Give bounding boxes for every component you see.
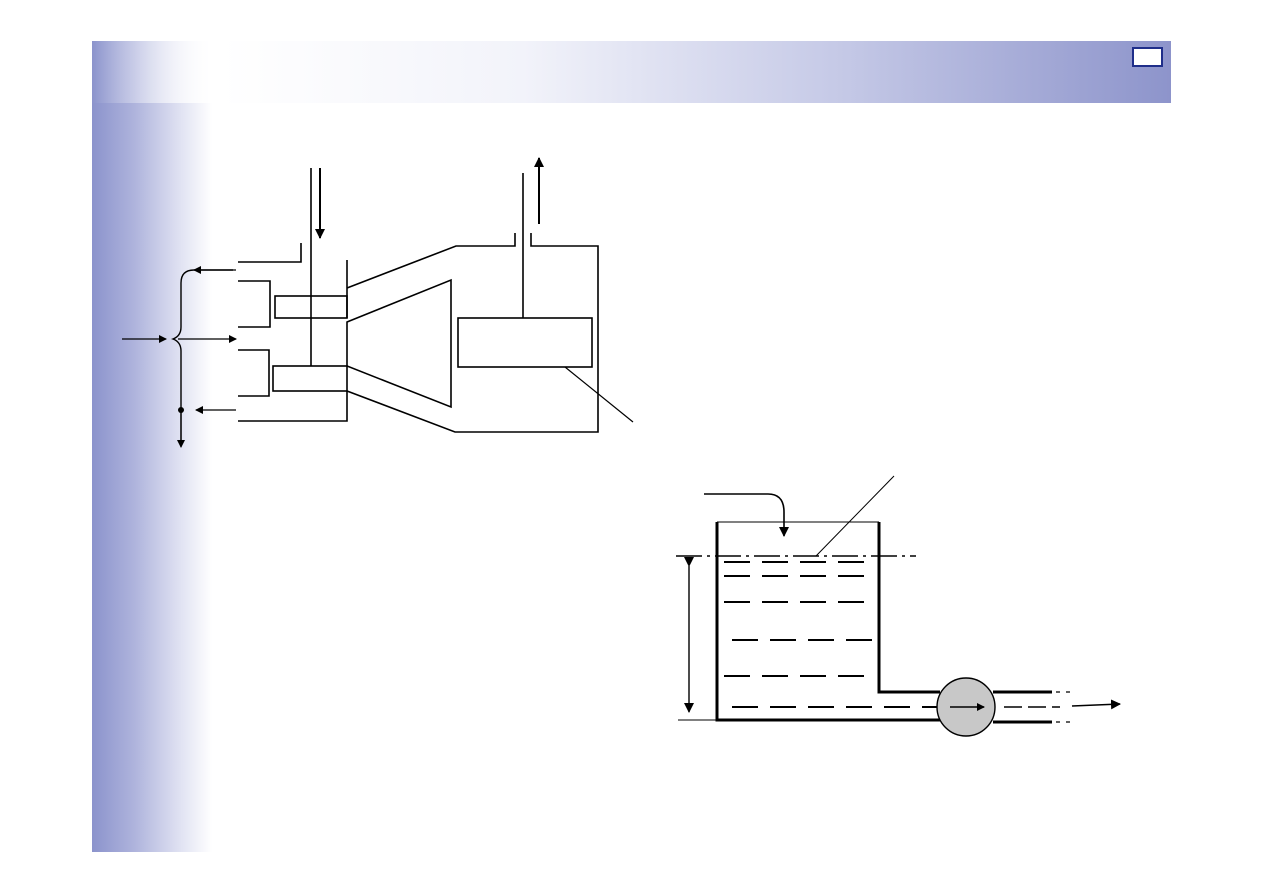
- left-decorative-band: [92, 41, 212, 852]
- tank-inflow-arrow: [704, 493, 789, 537]
- tank-right-wall: [877, 522, 940, 694]
- upper-block: [274, 295, 348, 319]
- tank-pump-schematic: [676, 475, 1121, 737]
- generator-leader-line: [564, 366, 634, 423]
- casing-upper-right: [346, 233, 599, 433]
- left-distribution-brace: [171, 269, 233, 446]
- casing-bottom-left: [238, 391, 348, 422]
- page-number-badge[interactable]: [1132, 47, 1163, 67]
- tank-wall: [715, 522, 940, 722]
- outflow-arrow: [1071, 699, 1121, 710]
- lower-block: [272, 365, 348, 392]
- generator-box: [457, 317, 593, 368]
- surface-leader-line: [815, 475, 895, 557]
- upper-bracket: [238, 280, 271, 328]
- casing-upper: [346, 233, 516, 289]
- turbine-rotor: [346, 278, 452, 409]
- top-decorative-band: [92, 41, 1171, 103]
- water-dashes: [724, 561, 940, 708]
- slide: [92, 41, 1171, 852]
- lower-bracket: [238, 349, 270, 397]
- turbine-schematic: [122, 157, 634, 448]
- inlet-pipe-wall: [238, 243, 302, 263]
